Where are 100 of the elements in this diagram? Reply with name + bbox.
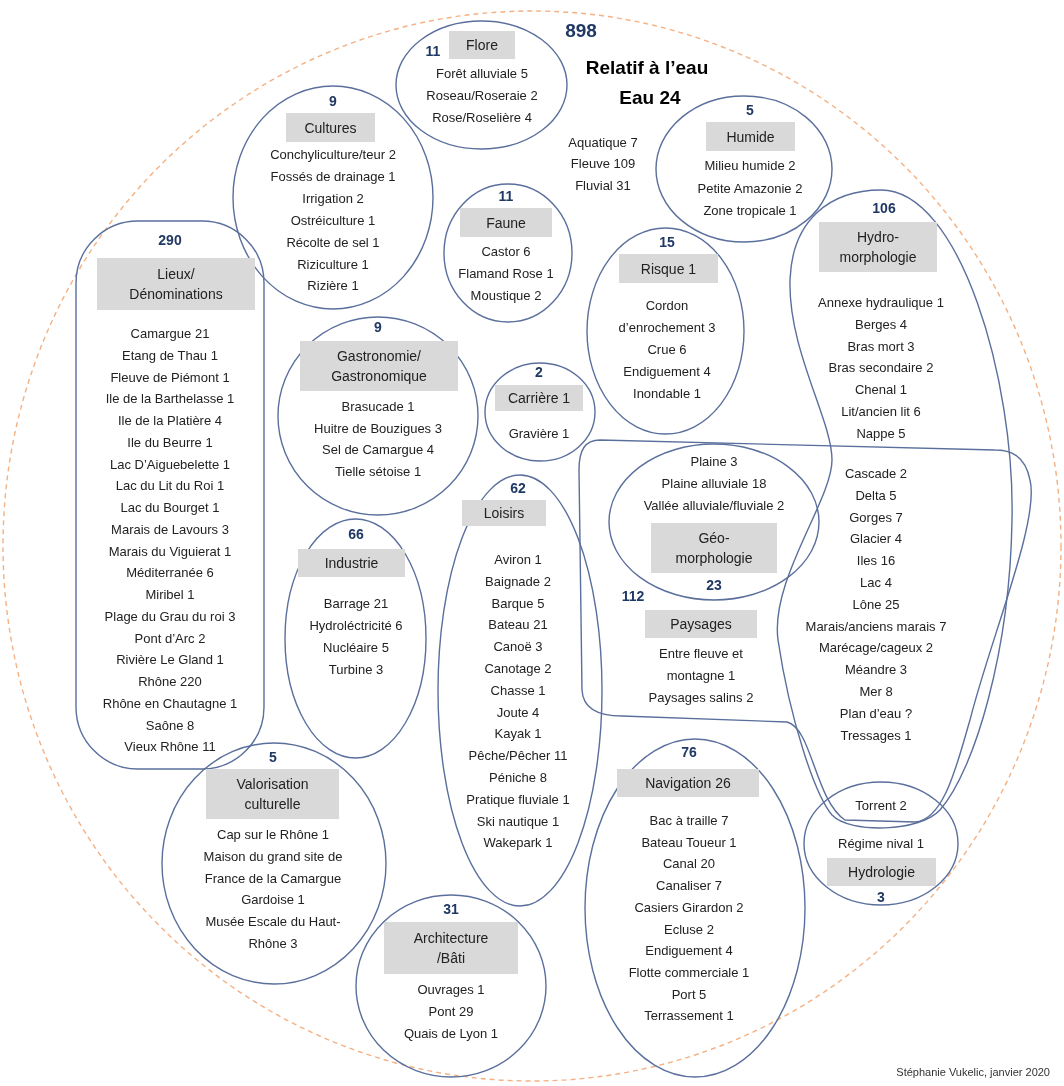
category-label: Gastronomie/ Gastronomique [300, 341, 458, 391]
term-count: Mer 8 [859, 682, 893, 701]
term-count: Bras secondaire 2 [828, 358, 934, 377]
term-count: Ecluse 2 [664, 920, 714, 938]
term-count: Lit/ancien lit 6 [841, 402, 921, 421]
term-count: Lac D’Aiguebelette 1 [110, 455, 230, 474]
term-count: Endiguement 4 [623, 362, 711, 381]
count-number: 106 [872, 198, 896, 218]
term-count: Miribel 1 [145, 585, 195, 604]
term-count: Marais/anciens marais 7 [805, 617, 947, 636]
term-count: Fluvial 31 [575, 176, 631, 195]
term-count: Rizière 1 [307, 276, 359, 295]
term-count: Glacier 4 [850, 529, 902, 548]
term-count: Bac à traille 7 [649, 811, 729, 830]
term-count: Zone tropicale 1 [703, 201, 797, 220]
term-count: Turbine 3 [328, 660, 384, 679]
term-count: Ouvrages 1 [417, 980, 485, 999]
category-label: Loisirs [462, 500, 546, 526]
term-count: Cascade 2 [844, 464, 908, 483]
count-number: 11 [425, 41, 441, 61]
term-count: Régime nival 1 [838, 834, 924, 853]
category-label: Navigation 26 [617, 769, 759, 797]
term-count: Cordon d’enrochement 3 [617, 296, 717, 336]
term-count: Ostréiculture 1 [290, 211, 376, 230]
term-count: Milieu humide 2 [704, 156, 796, 175]
term-count: Etang de Thau 1 [122, 346, 218, 365]
term-count: Ile de la Barthelasse 1 [105, 389, 235, 408]
term-count: Fossés de drainage 1 [270, 167, 396, 186]
category-label: Faune [460, 208, 552, 237]
term-count: Ile de la Platière 4 [117, 411, 223, 430]
term-count: Terrassement 1 [644, 1006, 734, 1025]
term-count: Moustique 2 [470, 286, 542, 305]
term-count: Barrage 21 [323, 594, 389, 613]
term-count: Bras mort 3 [847, 337, 915, 356]
term-count: Vieux Rhône 11 [124, 737, 216, 756]
term-count: Bateau Toueur 1 [641, 833, 737, 852]
term-count: Conchyliculture/teur 2 [270, 145, 396, 164]
count-number: 62 [510, 478, 526, 498]
term-count: Baignade 2 [485, 572, 551, 591]
term-count: Rose/Roselière 4 [432, 108, 532, 127]
term-count: Annexe hydraulique 1 [818, 293, 944, 312]
category-label: Industrie [298, 549, 405, 577]
category-label: Flore [449, 31, 515, 59]
count-number: 76 [681, 742, 697, 762]
term-count: Saône 8 [145, 716, 195, 734]
term-count: Lône 25 [852, 595, 900, 614]
term-count: Plaine alluviale 18 [661, 474, 767, 493]
count-number: 66 [348, 524, 364, 544]
term-count: Péniche 8 [489, 768, 547, 787]
count-number: 112 [621, 586, 645, 606]
term-count: Brasucade 1 [341, 397, 415, 416]
term-count: Aviron 1 [494, 550, 542, 569]
term-count: Casiers Girardon 2 [634, 898, 744, 917]
term-count: Delta 5 [855, 486, 897, 505]
term-count: Castor 6 [481, 242, 531, 261]
category-label: Architecture /Bâti [384, 922, 518, 974]
count-number: 3 [877, 887, 885, 907]
category-label: Cultures [286, 113, 375, 142]
term-count: Chenal 1 [855, 380, 907, 399]
term-count: Rivière Le Gland 1 [116, 650, 224, 669]
term-count: Petite Amazonie 2 [697, 179, 803, 197]
category-label: Lieux/ Dénominations [97, 258, 255, 310]
author-credit: Stéphanie Vukelic, janvier 2020 [896, 1066, 1050, 1078]
term-count: Nappe 5 [856, 424, 906, 443]
term-count: Gravière 1 [508, 424, 570, 443]
term-count: Pratique fluviale 1 [466, 790, 570, 809]
term-count: Sel de Camargue 4 [322, 440, 434, 459]
term-count: Plage du Grau du roi 3 [104, 607, 236, 626]
total-count: 898 [565, 19, 597, 41]
term-count: Pêche/Pêcher 11 [468, 746, 568, 765]
term-count: Lac du Lit du Roi 1 [115, 476, 225, 495]
category-label: Hydro- morphologie [819, 222, 937, 272]
count-number: 2 [535, 362, 543, 382]
term-count: Marais de Lavours 3 [111, 520, 229, 539]
term-count: Récolte de sel 1 [286, 233, 380, 252]
term-count: Kayak 1 [494, 724, 542, 743]
term-count: Canoë 3 [493, 637, 543, 656]
term-count: Méandre 3 [844, 660, 908, 679]
term-count: Ile du Beurre 1 [127, 433, 213, 452]
term-count: Lac 4 [860, 573, 892, 592]
term-count: Ski nautique 1 [476, 812, 560, 831]
term-count: Riziculture 1 [297, 255, 369, 273]
term-count: Crue 6 [647, 340, 687, 359]
term-count: Nucléaire 5 [323, 638, 389, 657]
term-count: Canotage 2 [484, 659, 552, 678]
term-count: Tielle sétoise 1 [334, 462, 422, 481]
term-count: Aquatique 7 [568, 133, 638, 152]
term-count: Quais de Lyon 1 [403, 1024, 499, 1043]
term-count: Torrent 2 [855, 796, 907, 815]
term-count: Maison du grand site de France de la Camargue Gardoise 1 [202, 847, 344, 909]
term-count: Rhône 220 [138, 672, 202, 691]
term-count: Bateau 21 [488, 615, 548, 634]
count-number: 290 [158, 230, 182, 250]
title-text: Relatif à l’eau [585, 56, 709, 78]
term-count: Forêt alluviale 5 [436, 64, 528, 83]
term-count: Cap sur le Rhône 1 [217, 825, 329, 844]
category-label: Géo- morphologie [651, 523, 777, 573]
category-label: Hydrologie [827, 858, 936, 886]
count-number: 9 [374, 317, 382, 337]
term-count: Tressages 1 [840, 726, 912, 745]
